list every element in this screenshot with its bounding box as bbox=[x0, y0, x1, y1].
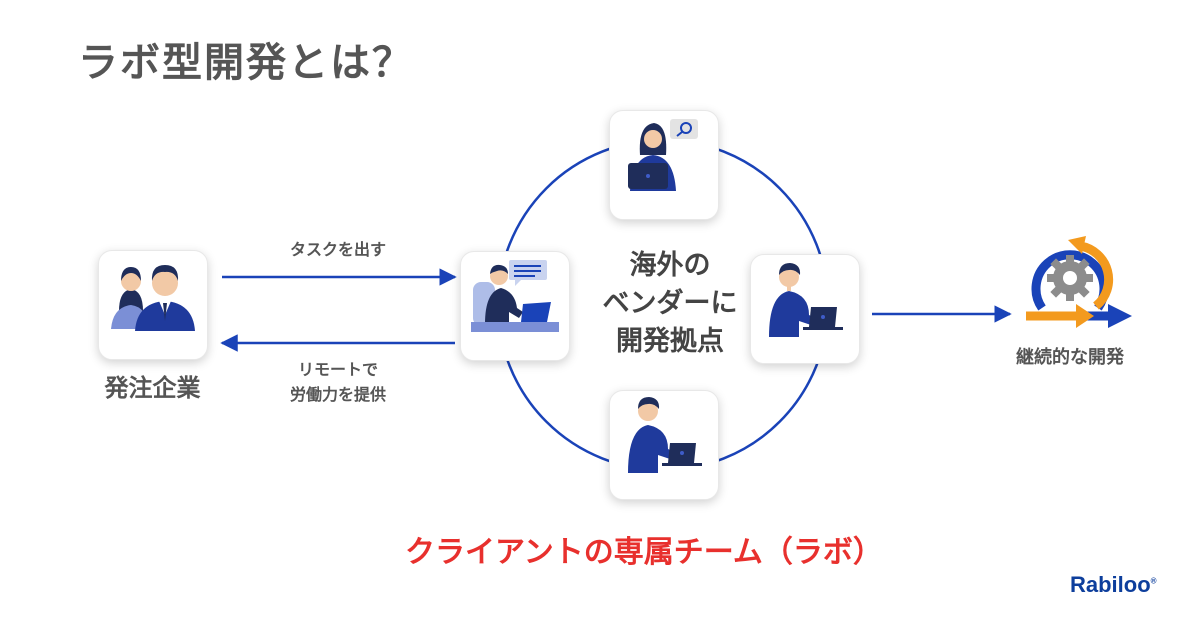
client-people-icon bbox=[111, 265, 195, 331]
team-card-right bbox=[750, 254, 860, 364]
rabiloo-logo: Rabiloo® bbox=[1070, 572, 1157, 597]
team-card-top bbox=[609, 110, 719, 220]
labor-arrow-label-1: リモートで bbox=[297, 360, 378, 379]
page-title: ラボ型開発とは？ bbox=[78, 40, 414, 86]
task-arrow-label: タスクを出す bbox=[289, 240, 386, 259]
center-line-3: 開発拠点 bbox=[616, 326, 724, 357]
center-line-1: 海外の bbox=[629, 250, 711, 281]
desk-worker-icon bbox=[471, 260, 559, 332]
center-line-2: ベンダーに bbox=[602, 288, 738, 319]
continuous-cycle-icon bbox=[1026, 236, 1132, 328]
result-label: 継続的な開発 bbox=[1016, 347, 1124, 368]
client-label: 発注企業 bbox=[104, 374, 201, 402]
logo-text: Rabiloo bbox=[1070, 572, 1151, 597]
center-text: 海外の ベンダーに 開発拠点 bbox=[570, 247, 770, 361]
labor-arrow-label-2: 労働力を提供 bbox=[289, 385, 386, 404]
team-card-bottom bbox=[609, 390, 719, 500]
man-laptop-icon bbox=[769, 263, 843, 337]
team-card-left bbox=[460, 251, 570, 361]
client-card bbox=[98, 250, 208, 360]
man-laptop-icon-2 bbox=[628, 397, 702, 473]
woman-search-icon bbox=[628, 119, 698, 191]
team-caption: クライアントの専属チーム（ラボ） bbox=[405, 535, 883, 570]
